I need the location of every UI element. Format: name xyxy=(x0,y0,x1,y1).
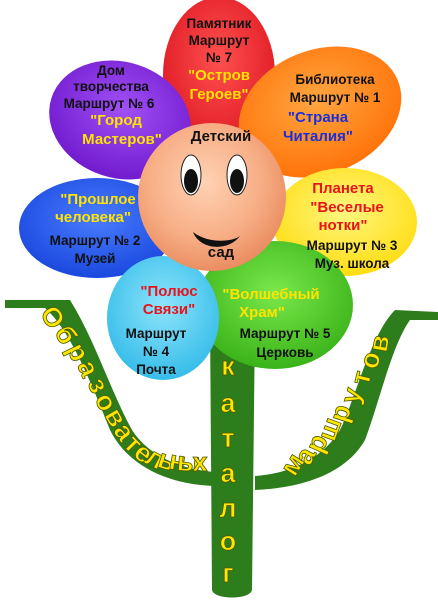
petal-orange[interactable] xyxy=(219,23,421,201)
petal-blue-text: "Прошлое человека" Маршрут № 2 Музей xyxy=(50,191,141,266)
center-label-top: Детский xyxy=(191,128,251,145)
yellow-title2: "Веселые xyxy=(310,199,383,216)
stem-left-arm xyxy=(5,300,215,486)
stem-center xyxy=(210,320,255,598)
blue-title1: "Прошлое xyxy=(60,191,136,208)
stem xyxy=(5,300,438,598)
yellow-title3: нотки" xyxy=(318,217,367,234)
face-circle xyxy=(138,123,286,271)
flower-center-face: Детский сад xyxy=(138,123,286,271)
left-pupil xyxy=(184,169,198,193)
cyan-line1: Маршрут xyxy=(126,326,187,341)
cyan-line3: Почта xyxy=(136,362,176,377)
stem-middle-letter: г xyxy=(222,558,233,588)
cyan-title1: "Полюс xyxy=(140,283,197,300)
stem-left-letter: н xyxy=(167,445,188,477)
stem-middle-letter: а xyxy=(220,388,236,418)
stem-middle-letter: к xyxy=(221,351,235,381)
orange-title2: Читалия" xyxy=(283,128,353,145)
green-line1: Маршрут № 5 xyxy=(240,326,331,341)
smile-mouth-icon xyxy=(193,232,240,247)
orange-title1: "Страна xyxy=(288,109,349,126)
red-line3: № 7 xyxy=(206,50,232,65)
stem-right-arm xyxy=(255,310,438,490)
right-pupil xyxy=(230,169,244,193)
green-title1: "Волшебный xyxy=(222,286,319,303)
stem-middle-letter: о xyxy=(220,526,237,556)
petal-cyan-text: "Полюс Связи" Маршрут № 4 Почта xyxy=(126,283,198,377)
stem-middle-letter: л xyxy=(219,493,236,523)
stem-right-letter: о xyxy=(354,349,387,371)
orange-line2: Маршрут № 1 xyxy=(290,90,381,105)
petal-cyan[interactable] xyxy=(107,256,219,380)
cyan-line2: № 4 xyxy=(143,344,170,359)
purple-line2: творчества xyxy=(73,79,149,94)
green-line2: Церковь xyxy=(256,345,313,360)
purple-title1: "Город xyxy=(90,112,142,129)
blue-line1: Маршрут № 2 xyxy=(50,233,141,248)
blue-line2: Музей xyxy=(75,251,116,266)
green-title2: Храм" xyxy=(239,304,285,321)
blue-title2: человека" xyxy=(55,209,131,226)
petal-yellow-text: Планета "Веселые нотки" Маршрут № 3 Муз.… xyxy=(307,180,398,271)
stem-left-letter: х xyxy=(192,447,207,477)
petal-red-text: Памятник Маршрут № 7 "Остров Героев" xyxy=(187,16,252,103)
red-line1: Памятник xyxy=(187,16,252,31)
purple-title2: Мастеров" xyxy=(82,131,162,148)
yellow-line1: Маршрут № 3 xyxy=(307,238,398,253)
red-line2: Маршрут xyxy=(189,33,250,48)
petal-blue[interactable] xyxy=(19,178,175,278)
petal-green[interactable] xyxy=(197,241,353,369)
orange-line1: Библиотека xyxy=(295,72,375,87)
red-title1: "Остров xyxy=(188,67,250,84)
petal-purple-text: Дом творчества Маршрут № 6 "Город Мастер… xyxy=(64,63,162,148)
petal-green-text: "Волшебный Храм" Маршрут № 5 Церковь xyxy=(222,286,331,360)
cyan-title2: Связи" xyxy=(143,301,195,318)
yellow-line2: Муз. школа xyxy=(315,256,390,271)
petals xyxy=(19,0,421,380)
petal-orange-text: Библиотека Маршрут № 1 "Страна Читалия" xyxy=(283,72,381,145)
stem-left-letter: ы xyxy=(176,446,201,478)
stem-middle-letter: а xyxy=(220,458,236,488)
stem-middle-letter: т xyxy=(221,423,234,453)
purple-line1: Дом xyxy=(97,63,125,78)
center-label-bottom: сад xyxy=(208,244,235,261)
stem-right-letter: в xyxy=(363,333,395,355)
purple-line3: Маршрут № 6 xyxy=(64,96,155,111)
red-title2: Героев" xyxy=(189,86,248,103)
yellow-title1: Планета xyxy=(312,180,374,197)
